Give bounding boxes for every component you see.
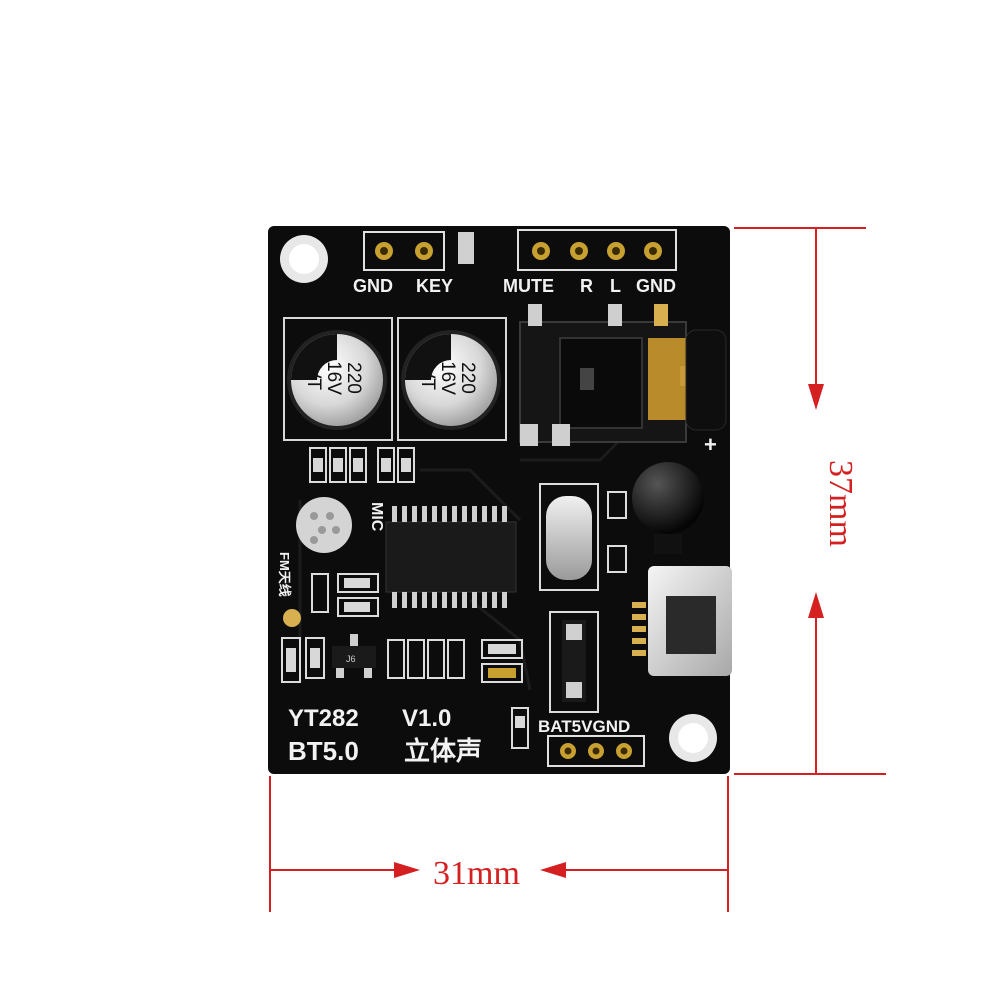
label-bt-version: BT5.0 <box>288 736 359 766</box>
main-ic-chip <box>385 506 517 608</box>
label-model: YT282 <box>288 705 359 732</box>
label-r: R <box>580 276 593 296</box>
cap1-brand: VT <box>303 366 324 391</box>
cap2-value: 220 <box>457 362 478 394</box>
mounting-hole-bottom-right <box>669 714 717 762</box>
width-label: 31mm <box>433 855 520 892</box>
cap1-voltage: 16V <box>323 361 344 395</box>
smd-component-row-2 <box>311 573 379 617</box>
label-l: L <box>610 276 621 296</box>
label-stereo: 立体声 <box>404 736 482 766</box>
header-power <box>547 735 645 767</box>
smd-led <box>511 707 529 749</box>
dimension-height <box>734 227 886 775</box>
electrolytic-capacitor-2: 220 16V VT <box>397 317 507 441</box>
power-switch <box>549 611 599 713</box>
smd-component-row-3 <box>281 637 523 683</box>
transistor <box>332 634 376 678</box>
dimension-width <box>269 776 729 912</box>
smd-resistor <box>458 232 474 264</box>
height-label: 37mm <box>822 460 859 547</box>
label-power-pins: BAT5VGND <box>538 717 630 736</box>
header-audio-out <box>517 229 677 271</box>
cap2-brand: VT <box>417 366 438 391</box>
micro-usb-port <box>632 566 732 676</box>
electrolytic-capacitor-1: 220 16V VT <box>283 317 393 441</box>
mounting-hole-top-left <box>280 235 328 283</box>
ir-receiver <box>632 462 704 554</box>
label-key: KEY <box>416 276 453 296</box>
label-mic: MIC <box>368 502 385 532</box>
label-fm-antenna: FM天线 <box>277 552 292 597</box>
label-gnd-right: GND <box>636 276 676 296</box>
cap1-value: 220 <box>343 362 364 394</box>
transistor-mark: J6 <box>346 654 356 664</box>
header-gnd-key <box>363 231 445 271</box>
label-version: V1.0 <box>402 705 451 732</box>
antenna-pad <box>283 609 301 627</box>
microphone <box>296 497 352 553</box>
smd-component-row-1 <box>309 447 415 483</box>
label-plus: + <box>704 432 717 457</box>
cap2-voltage: 16V <box>437 361 458 395</box>
label-gnd-left: GND <box>353 276 393 296</box>
crystal-oscillator <box>539 483 599 591</box>
audio-jack <box>519 304 727 446</box>
label-mute: MUTE <box>503 276 554 296</box>
smd-component-bodies <box>313 458 411 472</box>
smd-led-pair <box>607 491 627 573</box>
